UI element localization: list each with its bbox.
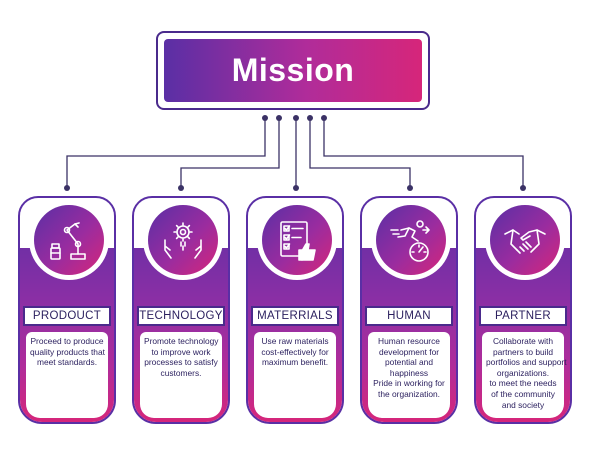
card-partner: PARTNER Collaborate with partners to bui…: [474, 196, 572, 424]
card-description: Collaborate with partners to build portf…: [482, 332, 567, 418]
connector-dot: [262, 115, 268, 121]
card-label-box: MATERRIALS: [251, 306, 339, 326]
card-label: TECHNOLOGY: [139, 310, 223, 322]
connector-dot: [307, 115, 313, 121]
runner-speedometer-icon: [376, 205, 446, 275]
card-description: Promote technology to improve work proce…: [140, 332, 222, 418]
description-line: partners to build: [492, 346, 554, 357]
card-technology: TECHNOLOGY Promote technology to improve…: [132, 196, 230, 424]
description-line: and society: [501, 399, 545, 410]
card-description: Human resource development for potential…: [368, 332, 450, 418]
checklist-thumbs-up-icon: [262, 205, 332, 275]
description-line: the organization.: [378, 388, 440, 399]
mission-banner: Mission: [164, 39, 422, 102]
connector-dot: [276, 115, 282, 121]
description-line: portfolios and support: [486, 357, 567, 368]
card-label-box: HUMAN: [365, 306, 453, 326]
card-label-box: TECHNOLOGY: [137, 306, 225, 326]
card-label-box: PARTNER: [479, 306, 567, 326]
connector-line-5: [323, 118, 524, 188]
connector-dot: [520, 185, 526, 191]
description-line: Use raw materials: [261, 336, 329, 346]
description-line: cost-effectively for: [261, 346, 329, 357]
card-label: PRODOUCT: [32, 310, 102, 322]
robot-arm-icon: [34, 205, 104, 275]
description-line: quality products that: [30, 346, 105, 357]
card-label-box: PRODOUCT: [23, 306, 111, 326]
description-line: development for: [378, 346, 440, 357]
description-line: potential and: [385, 357, 433, 368]
connector-line-4: [309, 118, 411, 188]
connector-line-2: [180, 118, 280, 188]
connector-dot: [293, 185, 299, 191]
description-line: Human resource: [378, 336, 440, 346]
gear-hands-icon: [148, 205, 218, 275]
description-line: meet standards.: [36, 357, 98, 368]
mission-header: Mission: [156, 31, 430, 110]
description-line: Proceed to produce: [30, 336, 104, 346]
connector-line-1: [66, 118, 266, 188]
card-label: PARTNER: [495, 310, 551, 322]
connector-dot: [64, 185, 70, 191]
card-label: HUMAN: [387, 310, 431, 322]
mission-title: Mission: [231, 52, 355, 88]
description-line: organizations.: [496, 367, 550, 378]
card-label: MATERRIALS: [257, 310, 333, 322]
description-line: to improve work: [151, 346, 211, 357]
description-line: to meet the needs: [489, 378, 557, 389]
description-line: Pride in working for: [373, 378, 445, 389]
description-line: Collaborate with: [492, 336, 554, 346]
card-description: Use raw materials cost-effectively for m…: [254, 332, 336, 418]
card-human: HUMAN Human resource development for pot…: [360, 196, 458, 424]
card-product: PRODOUCT Proceed to produce quality prod…: [18, 196, 116, 424]
connector-dot: [407, 185, 413, 191]
connector-dot: [178, 185, 184, 191]
description-line: of the community: [491, 388, 555, 399]
card-description: Proceed to produce quality products that…: [26, 332, 108, 418]
connector-dot: [321, 115, 327, 121]
connector-dot: [293, 115, 299, 121]
handshake-icon: [490, 205, 560, 275]
description-line: processes to satisfy: [144, 357, 218, 368]
description-line: happiness: [389, 367, 429, 378]
description-line: maximum benefit.: [261, 357, 329, 368]
description-line: Promote technology: [144, 336, 219, 346]
card-materials: MATERRIALS Use raw materials cost-effect…: [246, 196, 344, 424]
description-line: customers.: [160, 367, 202, 378]
